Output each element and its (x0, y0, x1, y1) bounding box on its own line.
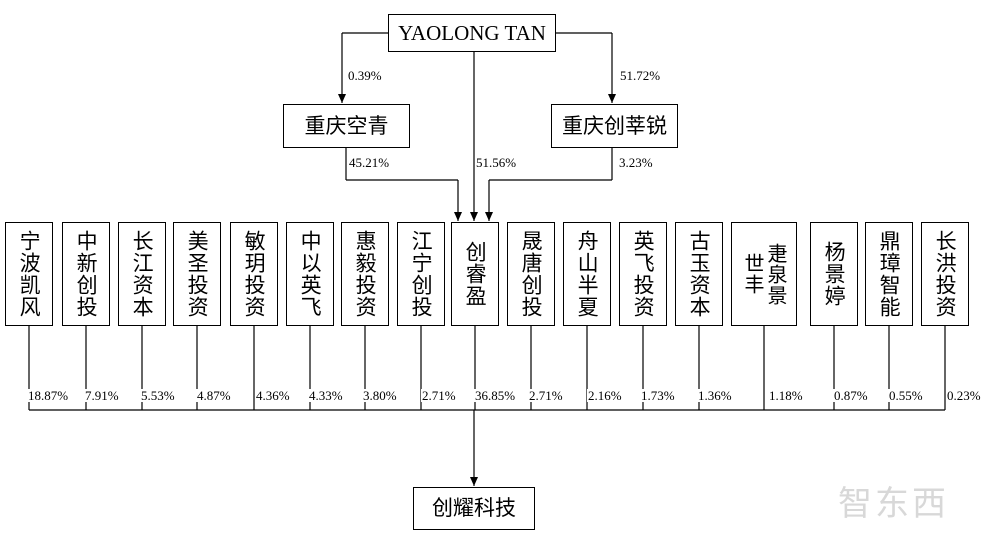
shareholder-name: 晟唐创投 (519, 230, 544, 318)
mid-right-holder-box: 重庆创莘锐 (551, 104, 678, 148)
shareholder-pct: 0.23% (946, 388, 982, 403)
shareholder-box: 疌泉景世丰 (731, 222, 797, 326)
shareholder-pct: 1.73% (640, 388, 676, 403)
top-holder-name: YAOLONG TAN (398, 20, 546, 45)
shareholder-name: 江宁创投 (409, 230, 434, 318)
shareholder-box: 敏玥投资 (230, 222, 278, 326)
shareholder-box: 晟唐创投 (507, 222, 555, 326)
shareholder-name: 鼎璋智能 (877, 230, 902, 318)
mid-right-out-pct: 3.23% (618, 155, 654, 170)
shareholder-name: 英飞投资 (631, 230, 656, 318)
shareholder-name: 舟山半夏 (575, 230, 600, 318)
shareholder-pct: 7.91% (84, 388, 120, 403)
mid-left-holder-name: 重庆空青 (304, 113, 389, 138)
shareholder-box: 惠毅投资 (341, 222, 389, 326)
shareholder-box: 杨景婷 (810, 222, 858, 326)
shareholder-name: 中以英飞 (298, 230, 323, 318)
shareholder-pct: 5.53% (140, 388, 176, 403)
shareholder-box: 美圣投资 (173, 222, 221, 326)
target-company-box: 创耀科技 (413, 487, 535, 530)
shareholder-box: 古玉资本 (675, 222, 723, 326)
shareholder-name: 创睿盈 (463, 241, 488, 307)
mid-left-out-pct: 45.21% (348, 155, 391, 170)
shareholder-box: 鼎璋智能 (865, 222, 913, 326)
shareholder-box: 中以英飞 (286, 222, 334, 326)
shareholder-pct: 2.71% (421, 388, 457, 403)
shareholder-box: 舟山半夏 (563, 222, 611, 326)
shareholder-pct: 2.71% (528, 388, 564, 403)
shareholder-name: 长洪投资 (933, 230, 958, 318)
shareholder-pct: 18.87% (27, 388, 70, 403)
shareholder-pct: 36.85% (474, 388, 517, 403)
shareholder-pct: 0.55% (888, 388, 924, 403)
shareholder-pct: 4.36% (255, 388, 291, 403)
shareholder-name: 中新创投 (74, 230, 99, 318)
mid-left-holder-box: 重庆空青 (283, 104, 410, 148)
shareholder-pct: 0.87% (833, 388, 869, 403)
mid-right-holder-name: 重庆创莘锐 (562, 113, 667, 138)
watermark: 智东西 (838, 476, 949, 525)
shareholder-name: 美圣投资 (185, 230, 210, 318)
top-holder-box: YAOLONG TAN (388, 14, 556, 52)
shareholder-name: 惠毅投资 (353, 230, 378, 318)
shareholder-box: 江宁创投 (397, 222, 445, 326)
shareholder-pct: 2.16% (587, 388, 623, 403)
shareholder-name: 宁波凯风 (17, 230, 42, 318)
direct-pct: 51.56% (475, 155, 518, 170)
shareholder-box: 中新创投 (62, 222, 110, 326)
shareholder-box: 创睿盈 (451, 222, 499, 326)
shareholder-name: 杨景婷 (822, 241, 847, 307)
shareholder-pct: 4.33% (308, 388, 344, 403)
shareholder-box: 长洪投资 (921, 222, 969, 326)
shareholder-name: 疌泉景世丰 (741, 242, 788, 306)
shareholder-pct: 1.36% (697, 388, 733, 403)
shareholder-pct: 1.18% (768, 388, 804, 403)
watermark-text: 智东西 (838, 484, 949, 524)
shareholder-pct: 4.87% (196, 388, 232, 403)
mid-right-top-pct: 51.72% (619, 68, 662, 83)
shareholder-box: 宁波凯风 (5, 222, 53, 326)
shareholder-box: 英飞投资 (619, 222, 667, 326)
mid-left-top-pct: 0.39% (347, 68, 383, 83)
target-company-name: 创耀科技 (432, 496, 516, 521)
shareholder-box: 长江资本 (118, 222, 166, 326)
shareholder-name: 长江资本 (130, 230, 155, 318)
shareholder-name: 古玉资本 (687, 230, 712, 318)
shareholder-name: 敏玥投资 (242, 230, 267, 318)
shareholder-pct: 3.80% (362, 388, 398, 403)
